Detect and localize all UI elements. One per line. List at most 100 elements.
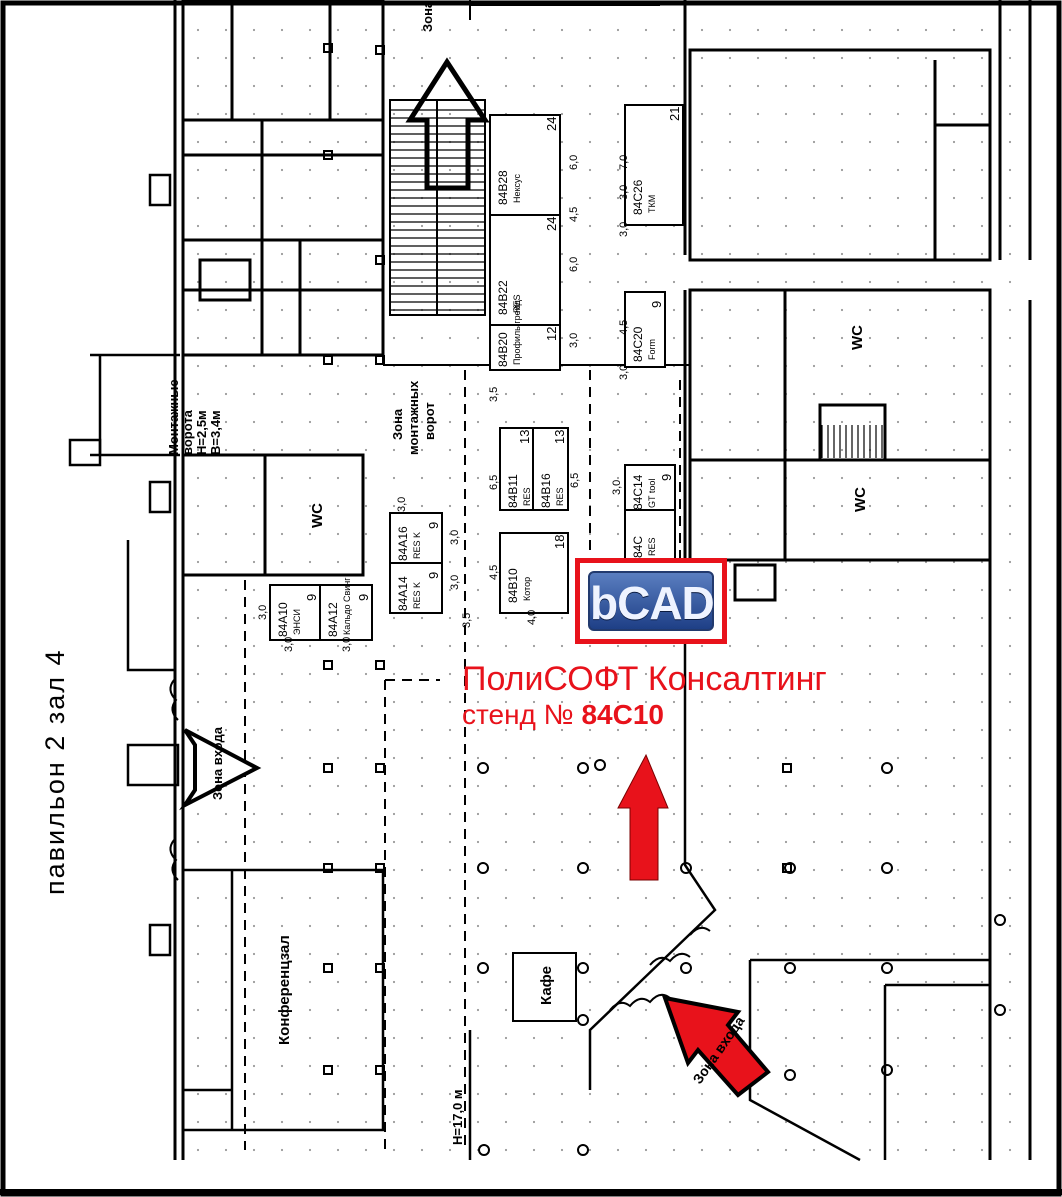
dimension-label: 3,0 bbox=[396, 497, 408, 512]
stand-name: RES bbox=[555, 487, 565, 506]
stand-id: 84B11 bbox=[506, 474, 520, 508]
stand-id: 84C20 bbox=[631, 326, 645, 362]
red-up-arrow bbox=[617, 753, 669, 881]
stand-prefix: стенд № bbox=[462, 699, 574, 730]
conference-hall bbox=[181, 868, 385, 1132]
dimension-label: 3,0 bbox=[611, 480, 623, 495]
columns bbox=[323, 43, 1006, 1156]
wc-label-left: WC bbox=[309, 503, 326, 528]
stand-area: 9 bbox=[426, 572, 441, 579]
stand-name: Профиль грейд bbox=[512, 299, 522, 365]
stand-area: 9 bbox=[649, 301, 664, 308]
stand-area: 9 bbox=[659, 474, 674, 481]
stand-id: 84B22 bbox=[496, 280, 510, 315]
svg-text:ворота: ворота bbox=[180, 409, 195, 455]
dimension-label: 4,5 bbox=[488, 565, 500, 580]
svg-text:Зона входа: Зона входа bbox=[210, 726, 225, 800]
exhibitor-callout: ПолиСОФТ Консалтинг стенд № 84C10 bbox=[462, 660, 827, 732]
stand-area: 21 bbox=[667, 107, 682, 121]
mounting-gate-left-label: Монтажные ворота Н=2,5м В=3,4м bbox=[166, 379, 223, 455]
left-wing-walls bbox=[173, 0, 385, 1160]
svg-text:ворот: ворот bbox=[422, 402, 437, 440]
stand-area: 9 bbox=[356, 594, 371, 601]
stand-name: RES K bbox=[412, 532, 422, 559]
dimension-label: 3,0 bbox=[449, 530, 461, 545]
dimension-label: 7,0 bbox=[618, 155, 630, 170]
dimension-label: 6,5 bbox=[569, 473, 581, 488]
exhibitor-name: ПолиСОФТ Консалтинг bbox=[462, 660, 827, 698]
stand-number: 84C10 bbox=[581, 699, 664, 730]
stand-info: стенд № 84C10 bbox=[462, 698, 827, 732]
svg-text:монтажных: монтажных bbox=[406, 380, 421, 455]
stand-id: 84B20 bbox=[496, 332, 510, 367]
stand-id: 84C bbox=[631, 536, 645, 558]
bcad-logo-frame: bCAD bbox=[575, 558, 727, 644]
stand-area: 24 bbox=[544, 217, 559, 231]
dimension-label: 3,0 bbox=[568, 333, 580, 348]
stand-area: 9 bbox=[426, 522, 441, 529]
svg-text:Зона: Зона bbox=[390, 408, 405, 440]
dimension-label: 3,0 bbox=[618, 185, 630, 200]
left-exterior-gate bbox=[68, 173, 180, 957]
dimension-label: 6,0 bbox=[568, 257, 580, 272]
top-zone-label: Зона bbox=[420, 0, 435, 32]
stand-id: 84A12 bbox=[326, 602, 340, 637]
right-staircase bbox=[821, 425, 883, 458]
bottom-entrance-arrow: Зона входа bbox=[661, 995, 771, 1098]
revolving-doors bbox=[169, 679, 711, 1011]
stand-name: ТКМ bbox=[647, 195, 657, 213]
stand-name: RES K bbox=[412, 582, 422, 609]
dimension-label: 3,5 bbox=[461, 613, 473, 628]
right-wing-walls bbox=[683, 0, 1032, 1160]
dimension-label: 3,0 bbox=[257, 605, 269, 620]
svg-text:В=3,4м: В=3,4м bbox=[208, 410, 223, 455]
stand-area: 9 bbox=[304, 594, 319, 601]
stand-id: 84A14 bbox=[396, 576, 410, 611]
svg-text:Монтажные: Монтажные bbox=[166, 379, 181, 455]
stand-id: 84C14 bbox=[631, 474, 645, 510]
bcad-logo-text: bCAD bbox=[590, 577, 715, 629]
bcad-logo: bCAD bbox=[588, 571, 715, 631]
dimension-label: 4,5 bbox=[568, 207, 580, 222]
stand-name: GT tool bbox=[647, 479, 657, 508]
dimension-label: 3,0 bbox=[283, 637, 295, 652]
dimension-label: 3,0 bbox=[449, 575, 461, 590]
stand-area: 13 bbox=[552, 430, 567, 444]
stand-name: ЭНСИ bbox=[292, 609, 302, 635]
stand-area: 18 bbox=[552, 535, 567, 549]
bottom-entrance-walls bbox=[468, 570, 990, 1162]
stand-id: 84A16 bbox=[396, 526, 410, 561]
dimension-label: 3,0 bbox=[341, 637, 353, 652]
dimension-label: 4,5 bbox=[618, 320, 630, 335]
dimension-label: 3,0 bbox=[618, 222, 630, 237]
dimension-label: 6,0 bbox=[568, 155, 580, 170]
stair-up-arrow bbox=[405, 57, 490, 191]
conference-hall-label: Конференцзал bbox=[276, 935, 293, 1045]
stand-area: 12 bbox=[544, 327, 559, 341]
stand-id: 84A10 bbox=[276, 602, 290, 637]
stand-name: RES bbox=[522, 487, 532, 506]
stand-name: RES bbox=[647, 537, 657, 556]
staircase bbox=[389, 99, 486, 316]
pavilion-label: павильон 2 зал 4 bbox=[40, 648, 70, 896]
mounting-zone-center-label: Зона монтажных ворот bbox=[390, 380, 437, 455]
stand-name: Нексус bbox=[512, 174, 522, 203]
stand-area: 24 bbox=[544, 117, 559, 131]
cafe-label: Кафе bbox=[538, 966, 555, 1005]
